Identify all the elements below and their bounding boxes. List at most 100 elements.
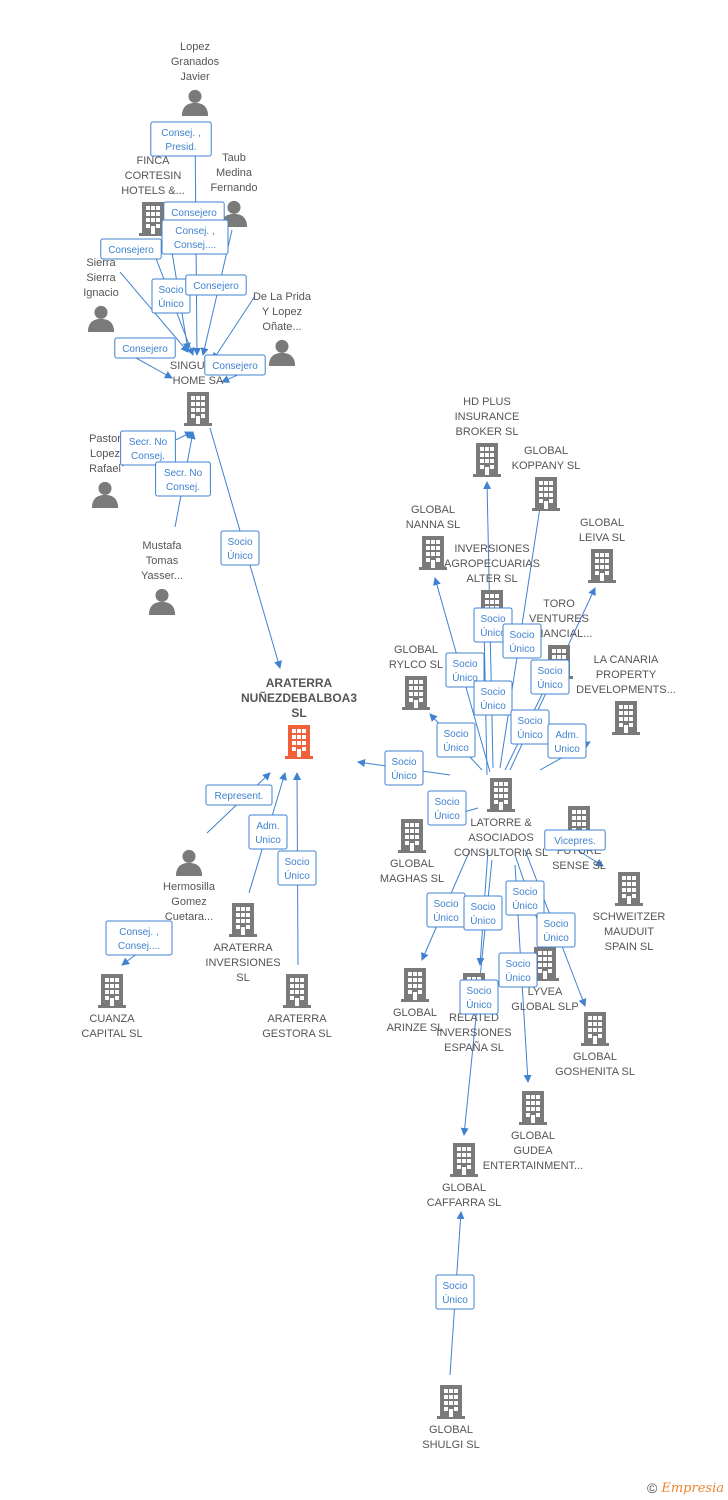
edge-label-e_prida_sing[interactable]: Consejero — [185, 274, 247, 296]
edge-label-box — [105, 920, 173, 956]
edge-label-e_sierra_sing[interactable]: Consejero — [100, 238, 162, 260]
edge-label-e_prida_sing2[interactable]: Consejero — [204, 354, 266, 376]
edge-label-e_taub_sing[interactable]: Consej. ,Consej.... — [161, 219, 229, 255]
node-label: GLOBAL — [442, 1182, 486, 1194]
edge-label-box — [120, 430, 176, 466]
node-label: GLOBAL — [580, 517, 624, 529]
node-label: GLOBAL — [573, 1051, 617, 1063]
footer-brand[interactable]: © Empresia — [647, 1480, 724, 1496]
edge-label-text: Unico — [554, 744, 580, 755]
edge-label-e_lat_lacanaria[interactable]: Adm.Unico — [547, 723, 587, 759]
node-label: GUDEA — [513, 1145, 553, 1157]
node-label: SL — [236, 972, 249, 984]
node-goshenita[interactable]: GLOBAL GOSHENITA SL — [555, 1012, 635, 1078]
edge-label-e_lat_future[interactable]: Vicepres. — [544, 829, 606, 851]
node-label: ASOCIADOS — [468, 832, 533, 844]
node-caffarra[interactable]: GLOBAL CAFFARRA SL — [427, 1143, 502, 1209]
edge-label-box — [547, 723, 587, 759]
edge-label-e_arainv_ara[interactable]: Adm. Unico — [248, 814, 288, 850]
node-label: Lopez — [180, 41, 210, 53]
edge-label-text: Consej. , — [161, 128, 200, 139]
node-gudea[interactable]: GLOBALGUDEAENTERTAINMENT... — [483, 1091, 583, 1172]
edge-label-text: Unico — [255, 835, 281, 846]
node-label: GLOBAL — [411, 504, 455, 516]
edge-label-e_lopez_sing[interactable]: Consej. ,Presid. — [150, 121, 212, 157]
edge-label-e_finca_sing[interactable]: Consejero — [163, 201, 225, 223]
edge-label-text: Único — [433, 911, 459, 924]
edge-label-e_sierra_sing2[interactable]: Consejero — [114, 337, 176, 359]
edge-label-box — [473, 680, 513, 716]
edge-label-box — [205, 784, 273, 806]
edge-label-text: Consej. , — [119, 927, 158, 938]
node-lacanaria[interactable]: LA CANARIAPROPERTYDEVELOPMENTS... — [576, 654, 676, 735]
edge-label-text: Único — [466, 998, 492, 1011]
node-toro[interactable]: TOROVENTURESFINANCIAL... — [526, 598, 593, 679]
edge-label-text: Socio — [466, 986, 491, 997]
building-icon — [519, 1091, 547, 1125]
node-label: Sierra — [86, 257, 116, 269]
node-label: ARATERRA — [213, 942, 273, 954]
node-label: FINCA — [137, 155, 171, 167]
person-icon — [268, 339, 296, 366]
node-label: SCHWEITZER — [593, 911, 666, 923]
person-icon — [91, 481, 119, 508]
node-label: HOME SA — [173, 375, 224, 387]
node-mustafa[interactable]: MustafaTomasYasser... — [141, 540, 183, 615]
edge-label-text: Único — [442, 1293, 468, 1306]
node-label: De La Prida — [253, 291, 312, 303]
edge-label-text: Socio — [434, 797, 459, 808]
node-label: GLOBAL SLP — [511, 1001, 578, 1013]
edge-label-e_herm_cuanza[interactable]: Consej. ,Consej.... — [105, 920, 173, 956]
node-label: Rafael — [89, 463, 121, 475]
edge-label-e_herm_ara[interactable]: Represent. — [205, 784, 273, 806]
node-label: GOSHENITA SL — [555, 1066, 635, 1078]
node-label: CAFFARRA SL — [427, 1197, 502, 1209]
edge-label-text: Adm. — [256, 821, 279, 832]
node-hermosilla[interactable]: HermosillaGomezCuetara... — [163, 849, 216, 923]
edge-label-box — [220, 530, 260, 566]
